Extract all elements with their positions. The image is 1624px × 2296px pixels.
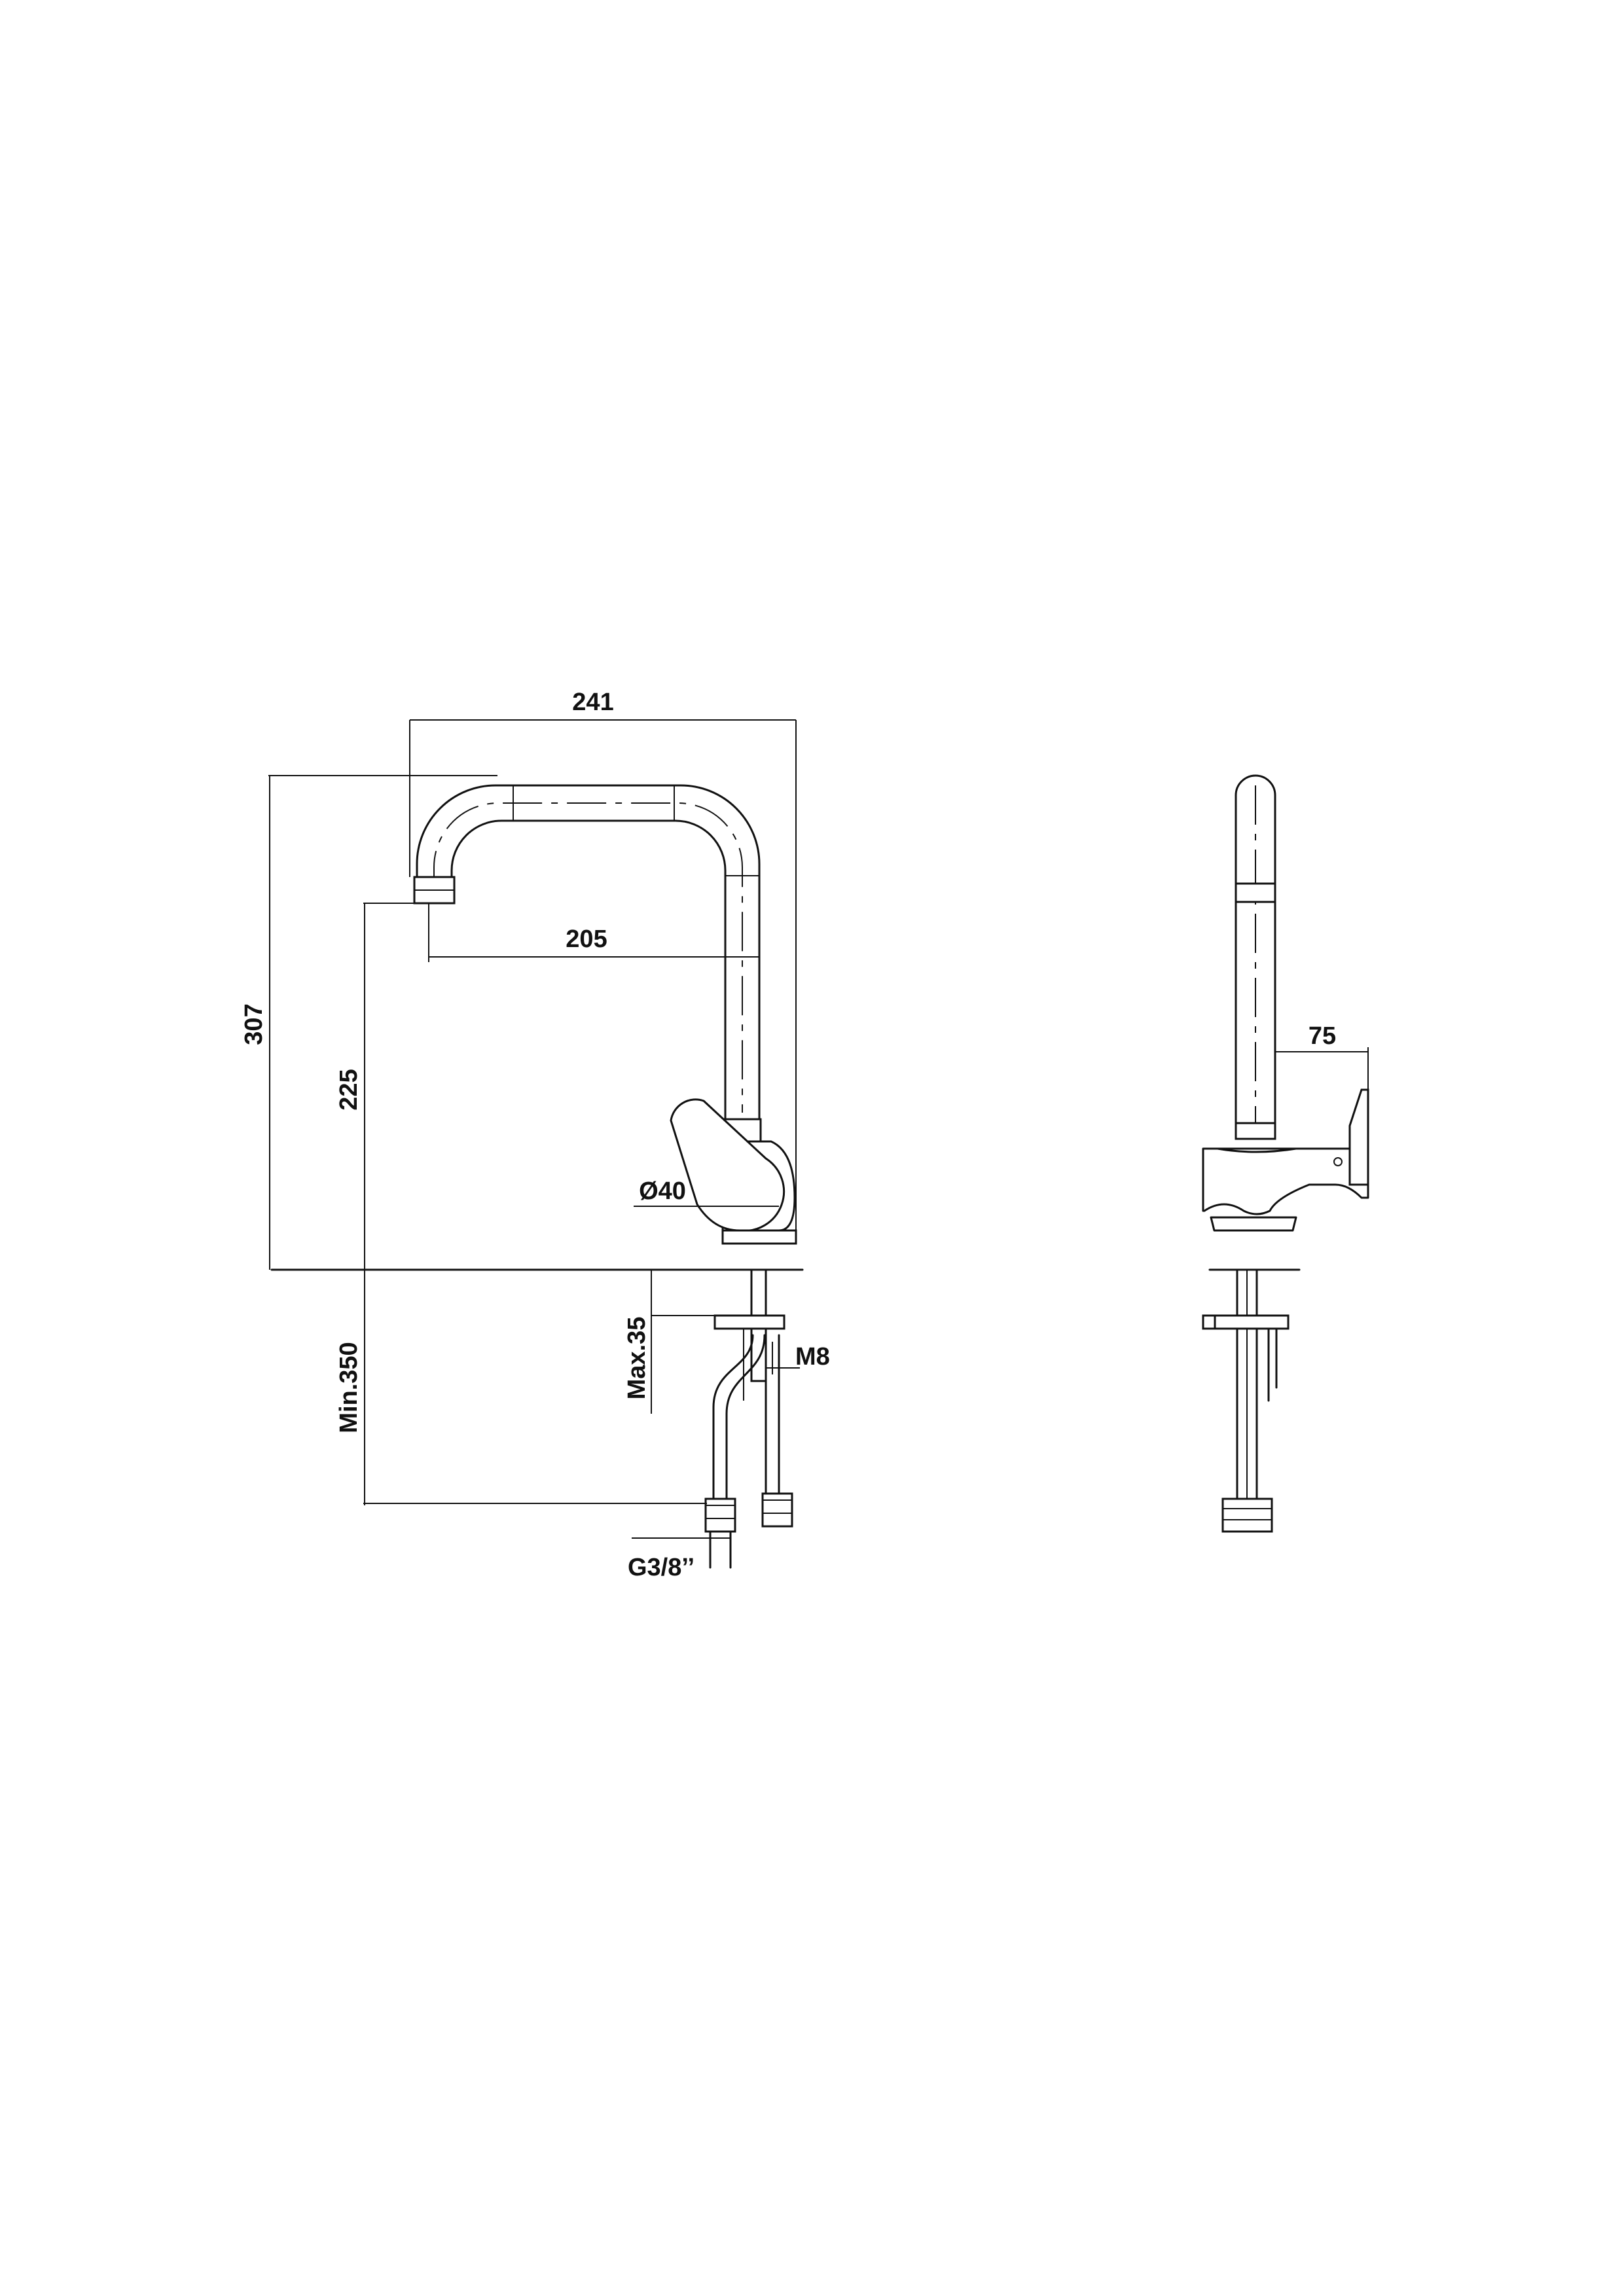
mixer-body bbox=[721, 1140, 796, 1232]
base-plate bbox=[721, 1229, 797, 1245]
hose-left bbox=[712, 1334, 754, 1500]
side-dimensions: 75 bbox=[1275, 1022, 1369, 1090]
dim-overall-height: 307 bbox=[240, 1003, 268, 1045]
dim-stud-thread: M8 bbox=[795, 1343, 830, 1371]
lever-handle bbox=[670, 1098, 785, 1232]
spout-centerline bbox=[433, 802, 743, 1113]
dim-overall-width: 241 bbox=[572, 689, 613, 716]
front-dimensions: 241 205 307 225 Ø40 Max.35 M8 Min.350 G3… bbox=[240, 689, 830, 1581]
hose-fitting-right bbox=[761, 1492, 793, 1528]
clamping-plate bbox=[713, 1314, 785, 1330]
dim-hose-connection: G3/8’’ bbox=[628, 1554, 695, 1581]
dim-min-hose-length: Min.350 bbox=[335, 1342, 363, 1433]
side-lever bbox=[1348, 1088, 1369, 1186]
side-spout bbox=[1235, 774, 1276, 1140]
spout-outline bbox=[416, 784, 761, 1121]
side-body bbox=[1202, 1147, 1369, 1215]
dim-lever-projection: 75 bbox=[1308, 1022, 1336, 1050]
side-hose-fitting bbox=[1221, 1498, 1273, 1533]
side-view bbox=[1202, 774, 1369, 1533]
front-view bbox=[270, 784, 804, 1569]
dim-base-diameter: Ø40 bbox=[639, 1177, 686, 1205]
dim-max-deck-thickness: Max.35 bbox=[623, 1317, 651, 1400]
dim-spout-reach: 205 bbox=[566, 925, 607, 953]
hose-fitting-left bbox=[704, 1498, 736, 1533]
dim-spout-height: 225 bbox=[335, 1069, 363, 1110]
spout-inner-outline bbox=[450, 819, 727, 1121]
